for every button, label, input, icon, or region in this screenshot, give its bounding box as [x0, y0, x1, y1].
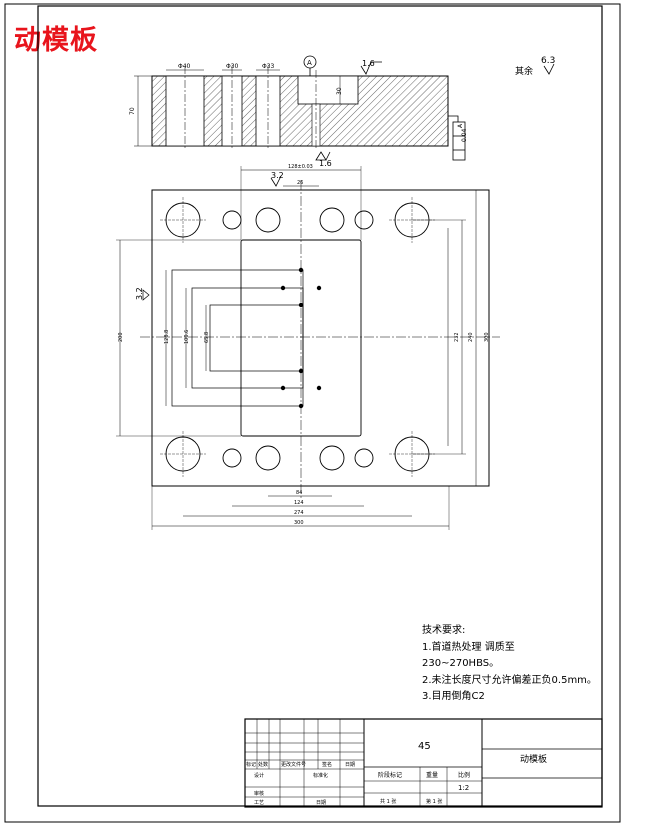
tb-scale: 比例: [458, 771, 470, 779]
tb-standardize: 标准化: [313, 772, 328, 779]
roughness-rest-value: 6.3: [541, 56, 555, 66]
tech-req-item1b: 230~270HBS。: [422, 658, 500, 669]
dim-bore-1: Φ40: [178, 63, 191, 70]
tb-designer: 设计: [254, 772, 264, 779]
tolerance-value: 0.04: [461, 128, 468, 142]
tb-col-mark: 标记: [246, 761, 256, 768]
dim-top-pocket: 128±0.03: [288, 164, 313, 170]
tb-col-zone: 更改文件号: [281, 761, 306, 768]
tech-req-heading: 技术要求:: [422, 625, 466, 636]
tolerance-datum: A: [457, 123, 464, 128]
outer-frame: [4, 3, 621, 823]
tb-stage-mark: 阶段标记: [378, 771, 402, 779]
plan-view: [116, 166, 500, 530]
dim-bottom-2: 124: [294, 500, 304, 506]
tb-col-count: 处数: [258, 761, 268, 768]
tb-drawing-name: 动模板: [520, 753, 547, 765]
datum-label: A: [307, 59, 312, 67]
roughness-rest-symbol: [543, 63, 555, 75]
tech-req-item3: 3.目用倒角C2: [422, 691, 485, 702]
dim-top-small: 26: [297, 180, 303, 186]
dim-bottom-1: 84: [296, 490, 302, 496]
dim-left-inner2: 100.6: [184, 330, 190, 344]
dim-left-outer: 200: [118, 332, 124, 342]
dim-right-mid: 240: [468, 332, 474, 342]
tb-col-date: 日期: [345, 762, 355, 768]
tb-col-sign: 签名: [322, 761, 332, 768]
dim-bottom-3: 274: [294, 510, 304, 516]
tb-material: 45: [418, 741, 431, 752]
inner-frame: [37, 5, 603, 807]
dim-bore-2: Φ30: [226, 63, 239, 70]
tech-req-item1: 1.首道热处理 调质至: [422, 642, 515, 653]
roughness-plan-left: 3.2: [135, 287, 144, 300]
tb-weight: 重量: [426, 771, 438, 779]
dim-bottom-4: 300: [294, 520, 304, 526]
tb-sheet-no: 第 1 张: [426, 798, 442, 805]
roughness-rest-label: 其余: [515, 65, 533, 77]
dim-thickness: 70: [129, 107, 136, 115]
tb-date: 日期: [316, 800, 326, 806]
title-block: [244, 718, 603, 808]
roughness-bottom: 1.6: [319, 159, 332, 168]
dim-right-inner: 232: [454, 332, 460, 342]
dim-left-inner1: 128.8: [164, 330, 170, 344]
roughness-plan-top: 3.2: [271, 171, 284, 180]
section-view: [134, 55, 466, 161]
tb-scale-value: 1:2: [458, 784, 469, 792]
tb-sheets-total: 共 1 张: [380, 798, 396, 805]
dim-bore-3: Φ33: [262, 63, 275, 70]
tech-req-item2: 2.未注长度尺寸允许偏差正负0.5mm。: [422, 675, 597, 686]
tb-review: 审核: [254, 790, 264, 797]
roughness-top: 1.6: [362, 59, 375, 68]
dim-pocket-depth: 30: [336, 87, 343, 95]
dim-left-inner3: 65.8: [204, 332, 210, 343]
part-title-stamp: 动模板: [14, 25, 98, 56]
dim-right-outer: 300: [484, 332, 490, 342]
tb-process: 工艺: [254, 800, 264, 806]
